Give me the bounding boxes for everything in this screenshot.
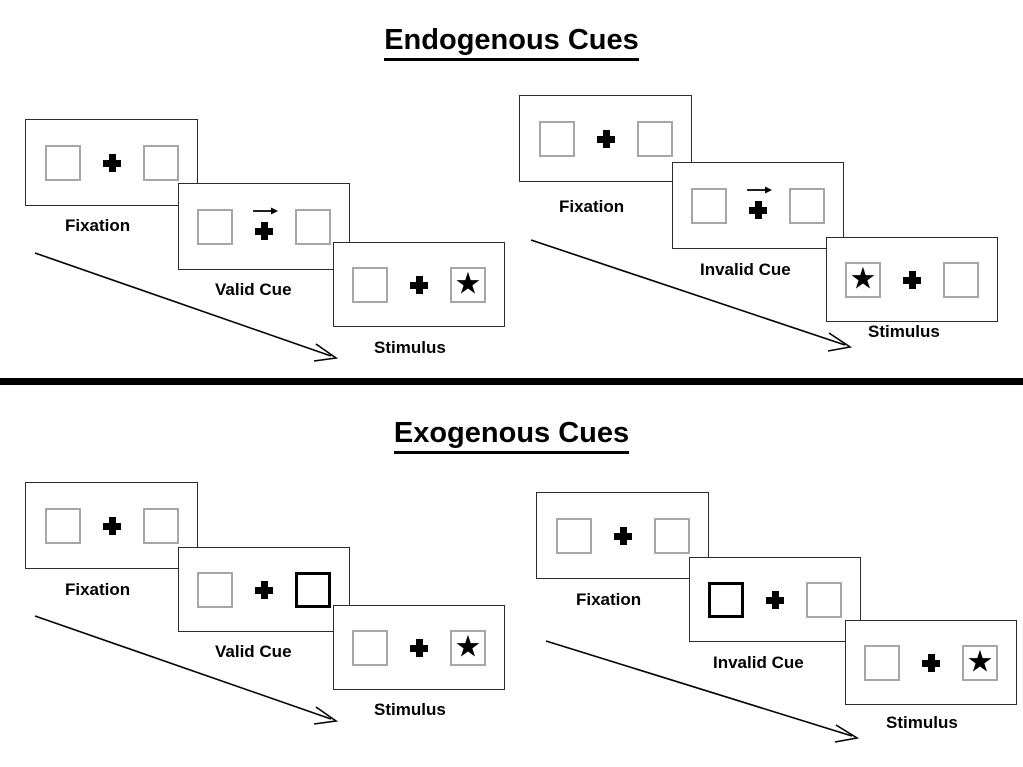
placeholder-box-right <box>295 208 331 245</box>
exogenous-valid-time-arrow <box>34 615 339 725</box>
placeholder-box-right <box>142 507 179 544</box>
section-title-exogenous-text: Exogenous Cues <box>393 417 630 454</box>
placeholder-box-left-with-target: ★ <box>845 261 881 298</box>
placeholder-box-left <box>352 629 388 666</box>
placeholder-box-right-with-target: ★ <box>450 266 486 303</box>
placeholder-box-right <box>943 261 979 298</box>
fixation-cross-icon <box>613 526 632 545</box>
center-column <box>95 504 129 548</box>
cue-arrow-right-icon <box>747 186 773 193</box>
placeholder-box-left <box>44 507 81 544</box>
caption-exogenous-valid-stimulus: Stimulus <box>374 700 446 719</box>
section-title-endogenous: Endogenous Cues <box>0 24 1023 61</box>
section-divider <box>0 378 1023 385</box>
placeholder-box-right-with-target: ★ <box>450 629 486 666</box>
frame-exogenous-invalid-stimulus: ★ <box>845 620 1017 705</box>
center-column <box>247 568 281 612</box>
placeholder-box-left <box>538 120 575 157</box>
caption-exogenous-invalid-stimulus: Stimulus <box>886 713 958 732</box>
placeholder-box-left-cued <box>708 581 744 618</box>
placeholder-box-right-with-target: ★ <box>962 644 998 681</box>
placeholder-box-left <box>197 571 233 608</box>
endogenous-valid-time-arrow <box>34 252 339 362</box>
frame-endogenous-valid-stimulus: ★ <box>333 242 505 327</box>
center-column <box>402 263 436 307</box>
center-column <box>895 258 929 302</box>
cue-arrow-right-icon <box>253 207 279 214</box>
placeholder-box-left <box>197 208 233 245</box>
star-target-icon: ★ <box>966 644 994 678</box>
placeholder-box-left <box>864 644 900 681</box>
placeholder-box-left <box>352 266 388 303</box>
section-title-endogenous-text: Endogenous Cues <box>384 24 639 61</box>
frame-exogenous-valid-cue <box>178 547 350 632</box>
center-column <box>914 641 948 685</box>
placeholder-box-right <box>806 581 842 618</box>
caption-endogenous-valid-fixation: Fixation <box>65 216 131 235</box>
fixation-cross-icon <box>903 270 921 289</box>
caption-endogenous-valid-cue: Valid Cue <box>215 280 292 299</box>
fixation-cross-icon <box>255 222 273 240</box>
center-column <box>606 514 640 558</box>
caption-endogenous-invalid-cue: Invalid Cue <box>700 260 791 279</box>
caption-exogenous-valid-fixation: Fixation <box>65 580 131 599</box>
fixation-cross-icon <box>102 153 121 172</box>
section-title-exogenous: Exogenous Cues <box>0 417 1023 454</box>
fixation-cross-icon <box>410 638 428 657</box>
placeholder-box-left <box>691 187 727 224</box>
caption-exogenous-invalid-cue: Invalid Cue <box>713 653 804 672</box>
frame-endogenous-invalid-fixation <box>519 95 692 182</box>
placeholder-box-left <box>555 517 592 554</box>
fixation-cross-icon <box>749 201 767 219</box>
fixation-cross-icon <box>410 275 428 294</box>
placeholder-box-right <box>789 187 825 224</box>
caption-exogenous-valid-cue: Valid Cue <box>215 642 292 661</box>
frame-endogenous-valid-cue <box>178 183 350 270</box>
star-target-icon: ★ <box>454 266 482 300</box>
fixation-cross-icon <box>255 580 273 599</box>
star-target-icon: ★ <box>454 629 482 663</box>
placeholder-box-right <box>142 144 179 181</box>
center-column <box>402 626 436 670</box>
exogenous-invalid-time-arrow <box>545 640 860 743</box>
placeholder-box-right <box>653 517 690 554</box>
caption-endogenous-invalid-stimulus: Stimulus <box>868 322 940 341</box>
center-column <box>758 578 792 622</box>
frame-exogenous-valid-stimulus: ★ <box>333 605 505 690</box>
endogenous-invalid-time-arrow <box>530 239 853 352</box>
center-column <box>95 141 129 185</box>
caption-endogenous-invalid-fixation: Fixation <box>559 197 625 216</box>
frame-endogenous-valid-fixation <box>25 119 198 206</box>
placeholder-box-right-cued <box>295 571 331 608</box>
frame-endogenous-invalid-cue <box>672 162 844 249</box>
placeholder-box-right <box>636 120 673 157</box>
fixation-cross-icon <box>922 653 940 672</box>
frame-exogenous-invalid-cue <box>689 557 861 642</box>
caption-exogenous-invalid-fixation: Fixation <box>576 590 642 609</box>
caption-endogenous-valid-stimulus: Stimulus <box>374 338 446 357</box>
fixation-cross-icon <box>596 129 615 148</box>
fixation-cross-icon <box>766 590 784 609</box>
frame-endogenous-invalid-stimulus: ★ <box>826 237 998 322</box>
fixation-cross-icon <box>102 516 121 535</box>
frame-exogenous-invalid-fixation <box>536 492 709 579</box>
placeholder-box-left <box>44 144 81 181</box>
star-target-icon: ★ <box>849 261 877 295</box>
frame-exogenous-valid-fixation <box>25 482 198 569</box>
center-column <box>589 117 623 161</box>
center-column <box>247 205 281 249</box>
center-column <box>741 184 775 228</box>
